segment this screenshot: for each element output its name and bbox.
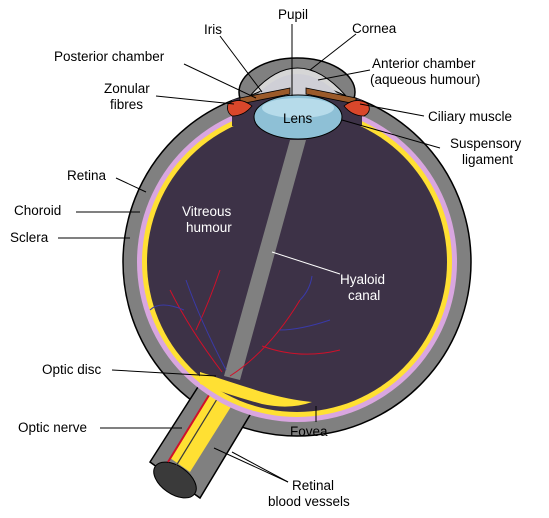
vitreous-body (147, 112, 447, 412)
label-vitreous-humour-line2: humour (186, 220, 232, 235)
label-sclera: Sclera (10, 230, 49, 245)
label-pupil: Pupil (278, 7, 308, 22)
label-fovea: Fovea (290, 424, 328, 439)
label-optic-nerve: Optic nerve (18, 420, 87, 435)
label-anterior-chamber-line1: Anterior chamber (372, 56, 476, 71)
label-retinal-blood-vessels-line1: Retinal (292, 478, 334, 493)
optic-disc-shape (200, 372, 312, 407)
label-lens: Lens (283, 111, 313, 126)
label-ciliary-muscle: Ciliary muscle (428, 109, 512, 124)
label-retina: Retina (67, 168, 107, 183)
label-iris: Iris (204, 22, 222, 37)
leader-lines (58, 24, 441, 483)
label-hyaloid-canal-line1: Hyaloid (340, 272, 385, 287)
label-suspensory-ligament-line1: Suspensory (450, 136, 522, 151)
label-vitreous-humour-line1: Vitreous (182, 204, 232, 219)
label-posterior-chamber: Posterior chamber (54, 49, 165, 64)
lens-highlight (262, 98, 334, 118)
label-suspensory-ligament-line2: ligament (462, 152, 513, 167)
label-choroid: Choroid (14, 203, 61, 218)
label-zonular-fibres-line1: Zonular (104, 81, 150, 96)
label-cornea: Cornea (352, 21, 397, 36)
label-anterior-chamber-line2: (aqueous humour) (370, 72, 480, 87)
label-zonular-fibres-line2: fibres (110, 97, 143, 112)
retinal-vessels (149, 269, 341, 377)
label-optic-disc: Optic disc (42, 362, 102, 377)
hyaloid-canal-shape (224, 140, 306, 380)
label-retinal-blood-vessels-line2: blood vessels (268, 494, 350, 509)
label-hyaloid-canal-line2: canal (348, 288, 380, 303)
